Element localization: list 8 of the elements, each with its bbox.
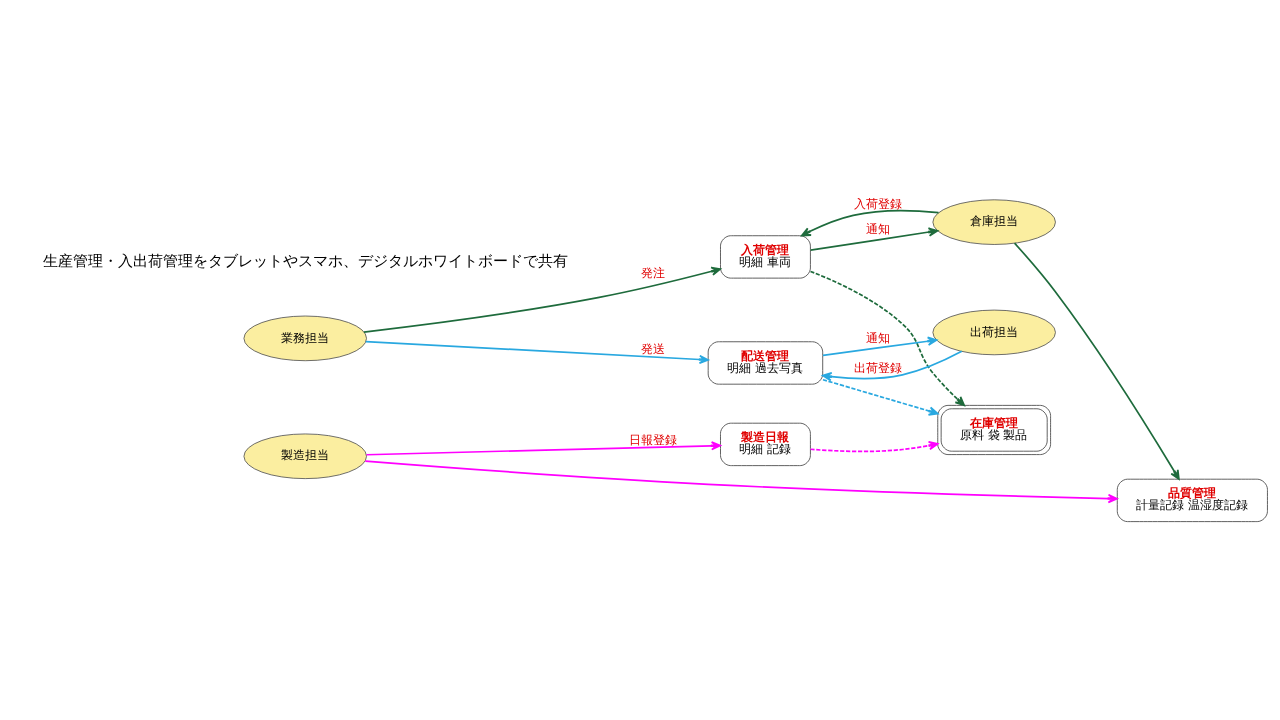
edge-label: 発注 <box>641 266 666 281</box>
edge-label: 出荷登録 <box>853 360 902 375</box>
label: 生産管理・入出荷管理をタブレットやスマホ、デジタルホワイトボードで共有 <box>42 251 568 270</box>
edge-label: 通知 <box>865 330 890 345</box>
edge-label: 発送 <box>641 341 666 356</box>
edge-label: 通知 <box>865 222 890 237</box>
edge-label: 日報登録 <box>629 432 678 447</box>
edge-label: 入荷登録 <box>853 196 902 211</box>
